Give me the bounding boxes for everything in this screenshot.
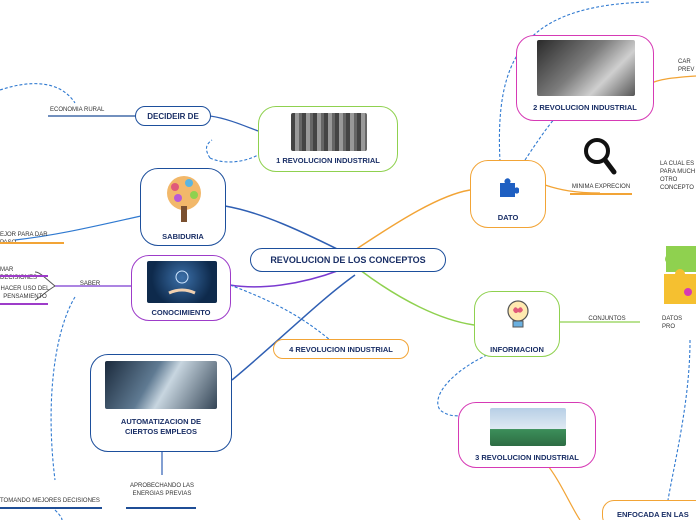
underline-tomando-mejores xyxy=(0,507,102,509)
label-datos-pro: DATOS PRO xyxy=(662,316,683,331)
node-conocimiento-label: CONOCIMIENTO xyxy=(151,308,211,317)
label-saber: SABER xyxy=(79,281,101,287)
node-rev1-label: 1 REVOLUCION INDUSTRIAL xyxy=(276,156,380,165)
node-sabiduria[interactable]: SABIDURIA xyxy=(140,168,226,246)
node-informacion[interactable]: INFORMACION xyxy=(474,291,560,357)
node-rev2[interactable]: 2 REVOLUCION INDUSTRIAL xyxy=(516,35,654,121)
node-decidir[interactable]: DECIDEIR DE xyxy=(135,106,211,126)
label-hacer-uso: HACER USO DEL PENSAMIENTO xyxy=(0,286,50,301)
underline-mejor-para xyxy=(0,242,64,244)
node-dato[interactable]: DATO xyxy=(470,160,546,228)
node-decidir-label: DECIDEIR DE xyxy=(147,111,199,121)
node-rev3-label: 3 REVOLUCION INDUSTRIAL xyxy=(475,453,579,462)
puzzle-pieces-icon xyxy=(660,240,696,308)
node-rev4[interactable]: 4 REVOLUCION INDUSTRIAL xyxy=(273,339,409,359)
node-enfocada[interactable]: ENFOCADA EN LAS xyxy=(602,500,696,520)
label-aprovechando: APROBECHANDO LAS ENERGIAS PREVIAS xyxy=(129,483,195,498)
magnifier-icon xyxy=(582,136,618,176)
underline-minima-exprecion xyxy=(570,193,632,195)
node-sabiduria-label: SABIDURIA xyxy=(162,232,204,241)
node-enfocada-label: ENFOCADA EN LAS xyxy=(617,509,689,519)
lightbulb-brain-icon xyxy=(504,299,532,331)
underline-hacer-uso xyxy=(0,303,48,305)
underline-tomar-decisiones xyxy=(0,275,48,277)
central-topic-label: REVOLUCION DE LOS CONCEPTOS xyxy=(270,255,426,265)
node-dato-label: DATO xyxy=(497,213,519,222)
puzzle-icon xyxy=(497,177,520,199)
label-conjuntos: CONJUNTOS xyxy=(588,316,626,322)
label-tomar-decisiones: MAR DECISIONES xyxy=(0,267,38,282)
node-conocimiento[interactable]: CONOCIMIENTO xyxy=(131,255,231,321)
wind-turbines-image xyxy=(490,408,566,446)
node-automatizacion-label: AUTOMATIZACION DE CIERTOS EMPLEOS xyxy=(120,417,202,437)
label-car-prev: CAR PREV xyxy=(678,59,695,74)
node-informacion-label: INFORMACION xyxy=(490,345,544,354)
node-rev2-label: 2 REVOLUCION INDUSTRIAL xyxy=(533,103,637,112)
node-rev3[interactable]: 3 REVOLUCION INDUSTRIAL xyxy=(458,402,596,468)
label-minima-exprecion: MINIMA EXPRECION xyxy=(571,184,631,190)
hand-brain-icon xyxy=(168,270,196,295)
label-mejor-para: EJOR PARA DAR PASO xyxy=(0,232,48,246)
central-topic[interactable]: REVOLUCION DE LOS CONCEPTOS xyxy=(250,248,446,272)
robotics-image xyxy=(105,361,217,409)
label-la-cual-es: LA CUAL ES PARA MUCH OTRO CONCEPTO xyxy=(660,161,696,192)
underline-aprovechando xyxy=(126,507,196,509)
tree-icon xyxy=(159,173,209,227)
machinery-image xyxy=(537,40,635,96)
node-rev4-label: 4 REVOLUCION INDUSTRIAL xyxy=(289,344,393,354)
node-rev1[interactable]: 1 REVOLUCION INDUSTRIAL xyxy=(258,106,398,172)
hand-brain-image xyxy=(147,261,217,303)
label-tomando-mejores: TOMANDO MEJORES DECISIONES xyxy=(0,498,100,504)
label-economia-rural: ECONOMIA RURAL xyxy=(50,107,105,113)
node-automatizacion[interactable]: AUTOMATIZACION DE CIERTOS EMPLEOS xyxy=(90,354,232,452)
factory-image xyxy=(291,113,367,151)
